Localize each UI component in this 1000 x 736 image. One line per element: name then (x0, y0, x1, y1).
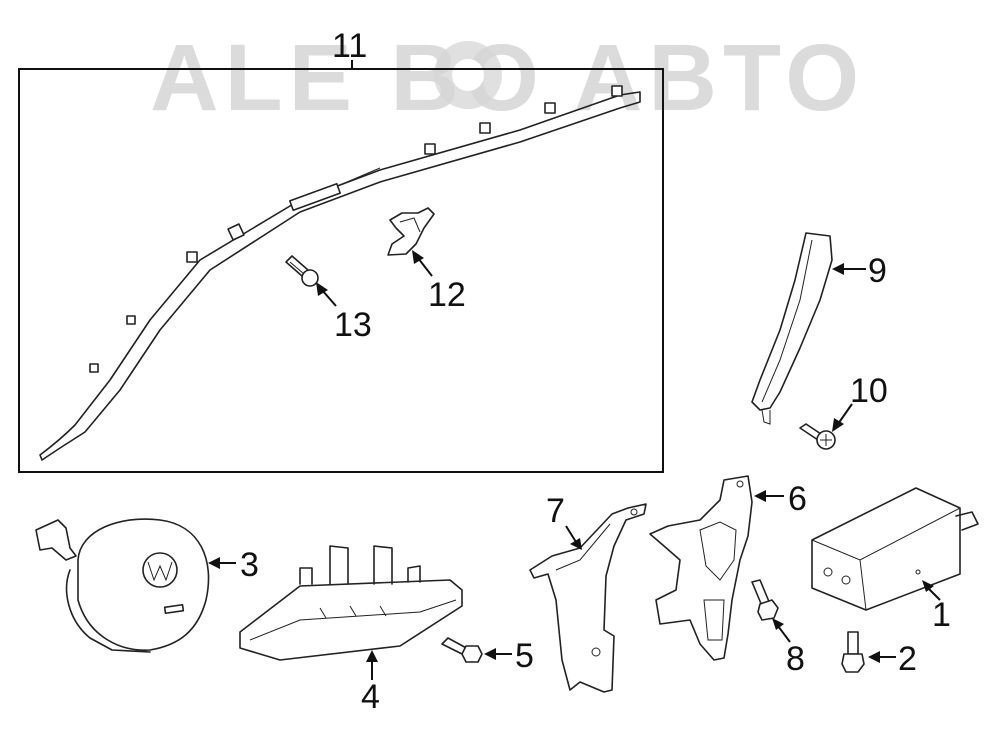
bracket-part-7 (529, 503, 647, 693)
callout-4: 4 (361, 678, 380, 716)
bolt-part-5 (441, 637, 483, 663)
callout-5: 5 (515, 637, 534, 675)
callout-6: 6 (788, 480, 807, 518)
bolt-part-2 (841, 631, 865, 673)
part-11-frame (18, 68, 664, 473)
callout-9: 9 (868, 252, 887, 290)
clip-part (387, 207, 435, 256)
callout-8: 8 (786, 640, 805, 678)
leader-lines (208, 60, 941, 680)
vw-logo-icon (142, 552, 178, 588)
bolt-part-8 (751, 579, 779, 621)
callout-7: 7 (546, 492, 565, 530)
watermark-logo: ALE BO ABTO (150, 25, 865, 131)
callout-2: 2 (898, 640, 917, 678)
pillar-airbag-part (751, 232, 833, 425)
callout-3: 3 (240, 546, 259, 584)
callout-10: 10 (850, 372, 888, 410)
knee-airbag-part (239, 545, 463, 661)
airbag-module-part (811, 487, 979, 611)
steering-airbag-part (35, 518, 210, 653)
screw-part-10 (799, 423, 836, 450)
bolt-part-13 (285, 255, 319, 287)
callout-labels: 11 12 13 9 10 3 4 5 7 6 8 1 2 (240, 27, 951, 716)
watermark-text: ALE BO ABTO (150, 25, 865, 131)
bracket-part-6 (649, 475, 753, 661)
callout-13: 13 (334, 306, 372, 344)
callout-11: 11 (332, 27, 367, 65)
gear-icon (434, 41, 502, 109)
curtain-airbag-part (39, 85, 641, 461)
callout-12: 12 (428, 276, 466, 314)
callout-1: 1 (932, 596, 951, 634)
